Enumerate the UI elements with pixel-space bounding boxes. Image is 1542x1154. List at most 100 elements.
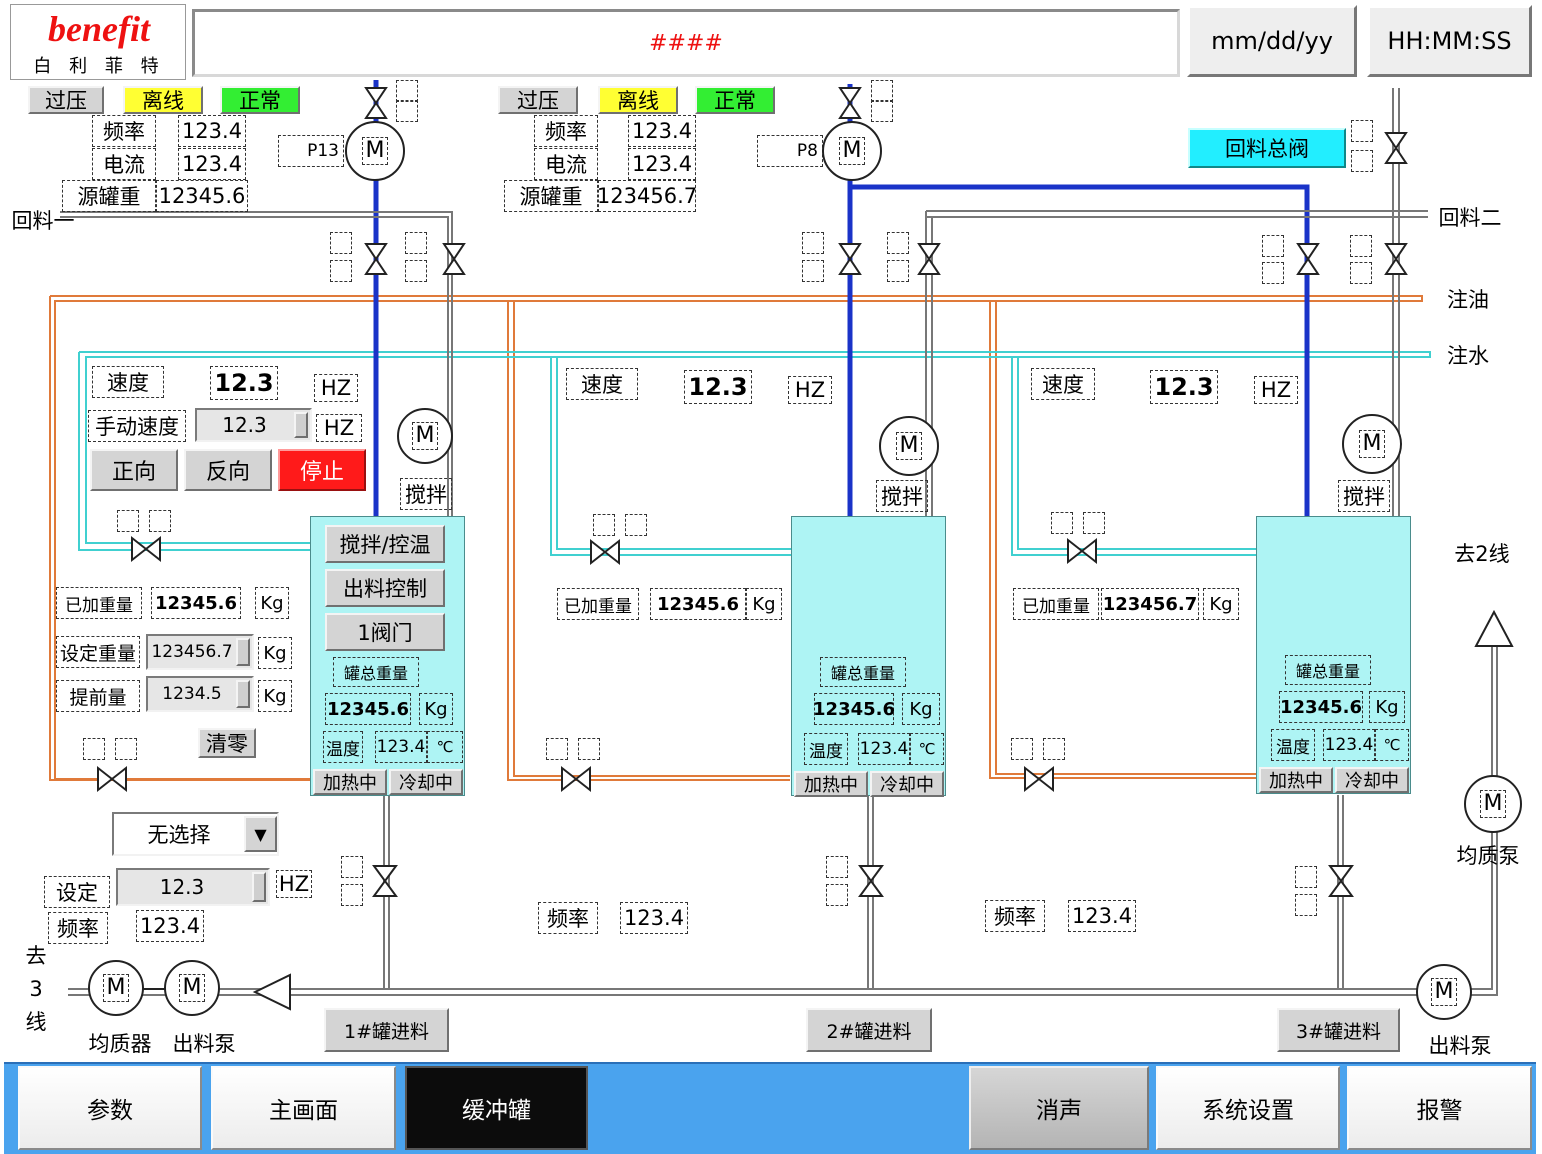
nav-params-button[interactable]: 参数 xyxy=(18,1066,202,1150)
stop-button[interactable]: 停止 xyxy=(278,449,366,491)
temp-value: 123.4 xyxy=(375,731,427,763)
added-weight-label: 已加重量 xyxy=(1013,588,1099,620)
manual-speed-input[interactable]: 12.3 xyxy=(195,408,312,442)
speed-unit: HZ xyxy=(788,376,832,404)
heating-status: 加热中 xyxy=(313,769,387,795)
mixer-motor-icon[interactable]: M xyxy=(879,416,939,476)
indicator xyxy=(330,260,352,282)
indicator xyxy=(1262,262,1284,284)
pump-tag-p13: P13 xyxy=(278,135,344,167)
set-weight-input[interactable]: 123456.7 xyxy=(146,634,254,670)
slider-knob[interactable] xyxy=(236,638,250,666)
nav-buffer-button[interactable]: 缓冲罐 xyxy=(405,1066,588,1150)
return-main-valve-button[interactable]: 回料总阀 xyxy=(1188,128,1346,168)
total-weight-unit: Kg xyxy=(902,693,940,725)
homogenizer-pump-motor-icon[interactable]: M xyxy=(1464,775,1522,833)
clear-button[interactable]: 清零 xyxy=(198,728,256,758)
indicator xyxy=(1350,262,1372,284)
indicator xyxy=(578,738,600,760)
tank3-feed-button[interactable]: 3#罐进料 xyxy=(1277,1008,1400,1052)
to-line3-char: 线 xyxy=(25,1010,47,1034)
tank1-feed-button[interactable]: 1#罐进料 xyxy=(324,1008,449,1052)
valve-icons xyxy=(97,87,1408,897)
mixer-motor-icon[interactable]: M xyxy=(397,408,453,464)
indicator xyxy=(1295,866,1317,888)
set-label: 设定 xyxy=(44,876,110,908)
temp-value: 123.4 xyxy=(1323,729,1375,761)
slider-knob[interactable] xyxy=(294,412,308,438)
manual-speed-unit: HZ xyxy=(316,414,362,442)
valve-button[interactable]: 1阀门 xyxy=(325,613,445,651)
indicator xyxy=(396,100,418,122)
tank3-freq-label: 频率 xyxy=(985,900,1045,932)
added-weight-value: 12345.6 xyxy=(650,588,746,620)
current-value: 123.4 xyxy=(178,148,246,180)
discharge-pump-motor-icon[interactable]: M xyxy=(1416,964,1472,1020)
freq-label: 频率 xyxy=(92,115,156,147)
tank2-feed-button[interactable]: 2#罐进料 xyxy=(806,1008,932,1052)
added-weight-unit: Kg xyxy=(255,587,289,619)
oil-label: 注油 xyxy=(1447,288,1489,312)
indicator xyxy=(546,738,568,760)
chevron-down-icon[interactable]: ▼ xyxy=(244,816,277,852)
logo-subtext: 白 利 菲 特 xyxy=(33,56,165,77)
nav-main-button[interactable]: 主画面 xyxy=(211,1066,396,1150)
indicator xyxy=(341,884,363,906)
overpressure-badge: 过压 xyxy=(498,86,578,114)
added-weight-unit: Kg xyxy=(746,588,782,620)
indicator xyxy=(887,232,909,254)
nav-mute-button[interactable]: 消声 xyxy=(969,1066,1149,1150)
check-valve-icon xyxy=(252,973,291,1011)
stir-label: 搅拌 xyxy=(1338,480,1390,512)
source-weight-label: 源罐重 xyxy=(504,180,598,212)
set-weight-unit: Kg xyxy=(258,637,292,669)
indicator xyxy=(1295,894,1317,916)
forward-button[interactable]: 正向 xyxy=(90,449,178,491)
indicator xyxy=(1350,235,1372,257)
mode-select[interactable]: 无选择 ▼ xyxy=(112,812,279,856)
indicator xyxy=(802,232,824,254)
logo-text: benefit xyxy=(48,9,150,49)
cooling-status: 冷却中 xyxy=(870,771,944,797)
freq-label: 频率 xyxy=(48,912,108,944)
indicator xyxy=(83,738,105,760)
to-line2-label: 去2线 xyxy=(1454,542,1510,566)
message-bar: #### xyxy=(192,9,1180,77)
homogenizer-pump-label: 均质泵 xyxy=(1456,844,1520,868)
offline-badge: 离线 xyxy=(598,86,678,114)
homogenizer-set-input[interactable]: 12.3 xyxy=(116,868,270,906)
discharge-pump-left-motor-icon[interactable]: M xyxy=(164,960,220,1016)
mixer-motor-icon[interactable]: M xyxy=(1342,414,1402,474)
indicator xyxy=(1011,738,1033,760)
indicator xyxy=(625,514,647,536)
indicator xyxy=(341,856,363,878)
message-text: #### xyxy=(649,30,723,56)
heating-status: 加热中 xyxy=(1259,767,1333,793)
added-weight-label: 已加重量 xyxy=(56,587,142,619)
indicator xyxy=(871,80,893,102)
reverse-button[interactable]: 反向 xyxy=(184,449,272,491)
pump-motor-p13-icon[interactable]: M xyxy=(345,121,405,181)
advance-unit: Kg xyxy=(258,680,292,712)
homogenizer-motor-icon[interactable]: M xyxy=(88,960,144,1016)
total-weight-label: 罐总重量 xyxy=(333,657,419,687)
stir-temp-button[interactable]: 搅拌/控温 xyxy=(325,525,445,563)
nav-settings-button[interactable]: 系统设置 xyxy=(1156,1066,1340,1150)
speed-value: 12.3 xyxy=(210,366,278,400)
discharge-control-button[interactable]: 出料控制 xyxy=(325,569,445,607)
indicator xyxy=(330,232,352,254)
advance-input[interactable]: 1234.5 xyxy=(146,676,254,712)
set-weight-label: 设定重量 xyxy=(56,636,140,668)
stir-label: 搅拌 xyxy=(876,480,928,512)
nav-alarm-button[interactable]: 报警 xyxy=(1347,1066,1532,1150)
discharge-pump-label: 出料泵 xyxy=(1428,1034,1492,1058)
temp-unit: ℃ xyxy=(427,731,463,763)
slider-knob[interactable] xyxy=(236,680,250,708)
indicator xyxy=(1051,512,1073,534)
total-weight-label: 罐总重量 xyxy=(1285,655,1371,685)
slider-knob[interactable] xyxy=(252,872,266,902)
pump-motor-p8-icon[interactable]: M xyxy=(822,121,882,181)
indicator xyxy=(802,260,824,282)
current-value: 123.4 xyxy=(628,148,696,180)
